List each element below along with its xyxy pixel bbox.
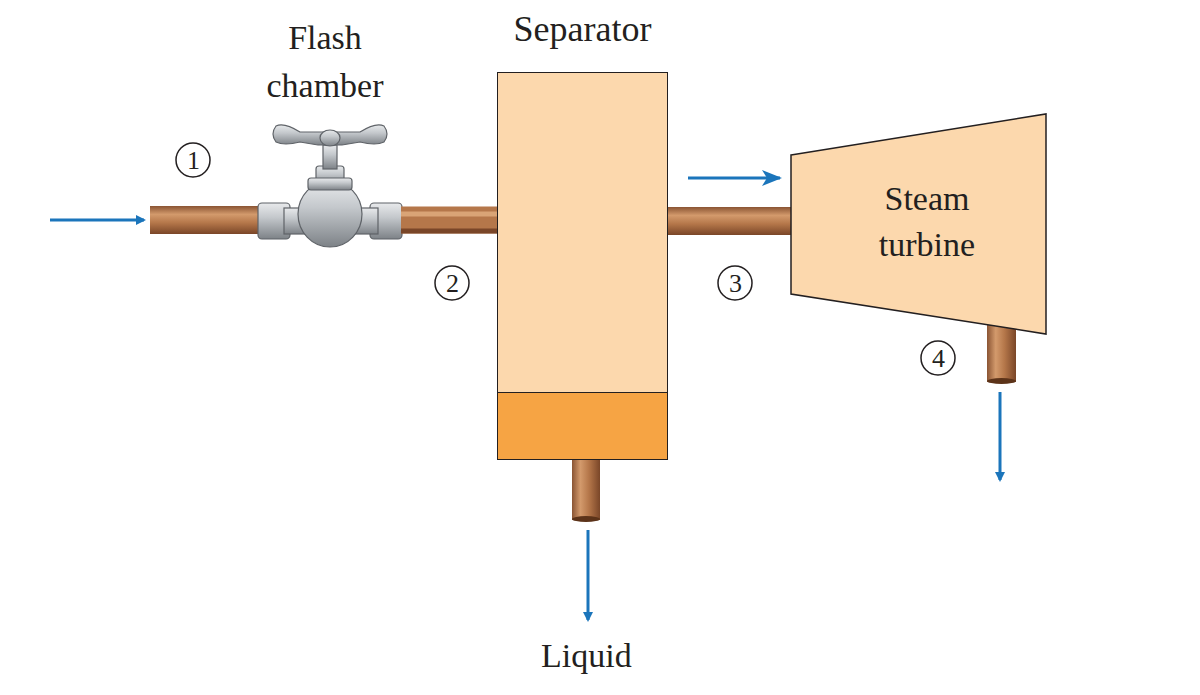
flow-arrow — [587, 530, 590, 620]
flow-arrow — [999, 392, 1002, 480]
flow-arrow — [50, 219, 144, 222]
liquid-pool — [498, 392, 667, 459]
turbine-shape: Steam turbine — [790, 113, 1047, 335]
drain-pipe — [572, 458, 600, 520]
steam-pipe — [668, 207, 792, 235]
separator-box: Separator — [477, 0, 688, 460]
node-label: Flash chamber — [245, 14, 405, 111]
callout-number: 3 — [729, 271, 742, 297]
valve-symbol — [258, 125, 402, 247]
separator-vessel — [497, 72, 668, 460]
connector — [688, 177, 780, 180]
callout-number: 2 — [446, 271, 459, 297]
valve-node: Flash chamber — [245, 14, 405, 250]
node-label: Separator — [457, 8, 708, 51]
pipe-shade — [401, 229, 497, 234]
node-label: Steam turbine — [852, 176, 1002, 268]
connector — [401, 207, 497, 234]
turbine-outline — [790, 113, 1047, 335]
outlet-pipe — [987, 325, 1016, 382]
pipe-shine — [401, 212, 497, 217]
callout-number: 1 — [187, 148, 200, 174]
stream-label: Liquid — [541, 639, 632, 673]
inlet-pipe — [150, 206, 265, 234]
callout-number: 4 — [932, 346, 945, 372]
